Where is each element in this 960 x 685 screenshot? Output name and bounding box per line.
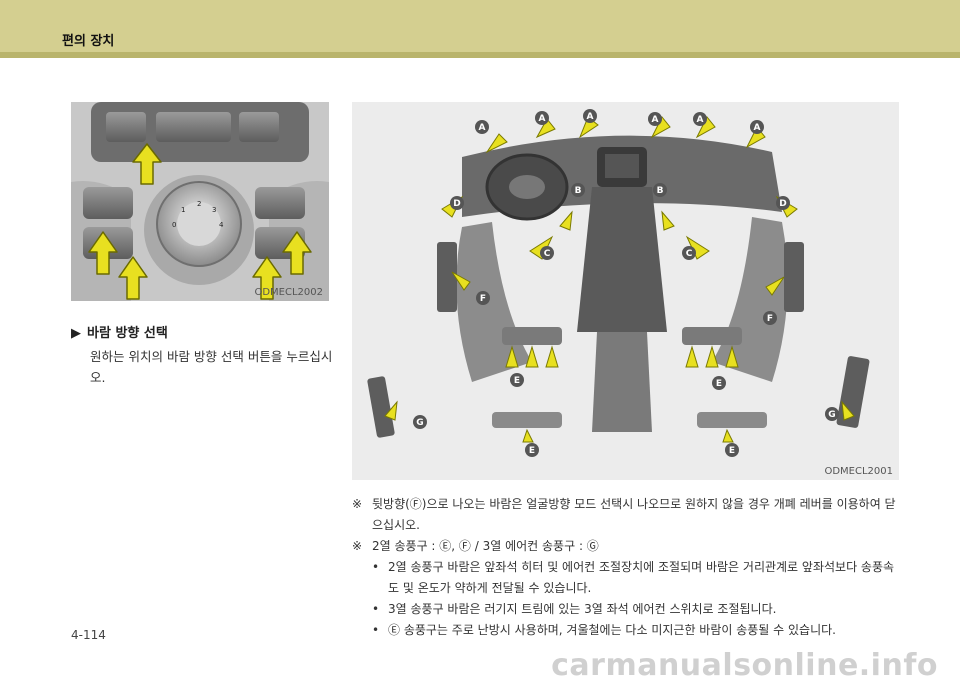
vent-label-b: B <box>657 186 664 196</box>
vent-label-d: D <box>779 199 786 209</box>
arrow-icon <box>765 276 785 296</box>
bullet-dot: • <box>372 560 380 574</box>
vent-label-a: A <box>652 115 659 125</box>
dial-number-3: 3 <box>212 206 216 214</box>
vent-label-a: A <box>539 114 546 124</box>
vent-label-e: E <box>514 376 520 386</box>
vent-label-a: A <box>479 123 486 133</box>
notes-block: ※ 뒷방향(Ⓕ)으로 나오는 바람은 얼굴방향 모드 선택시 나오므로 원하지 … <box>352 494 904 641</box>
vent-label-b: B <box>575 186 582 196</box>
section-heading-text: 바람 방향 선택 <box>87 326 168 341</box>
control-panel-photo: 1 2 3 0 4 ODMECL2002 <box>71 102 329 301</box>
arrow-icon <box>705 345 719 368</box>
vent-label-a: A <box>697 115 704 125</box>
arrow-icon <box>384 400 398 421</box>
arrow-up-icon <box>118 256 148 300</box>
header-rule <box>0 52 960 58</box>
vent-label-f: F <box>480 294 486 304</box>
arrow-up-icon <box>132 143 162 185</box>
arrow-icon <box>695 116 716 139</box>
dial-number-4: 4 <box>219 221 224 229</box>
dial-number-1: 1 <box>181 206 185 214</box>
vent-label-g: G <box>416 418 423 428</box>
note-text: 2열 송풍구 : Ⓔ, Ⓕ / 3열 에어컨 송풍구 : Ⓖ <box>372 539 599 553</box>
vent-label-e: E <box>529 446 535 456</box>
vent-label-c: C <box>544 249 551 259</box>
arrow-up-icon <box>252 256 282 300</box>
bullet-item: • 3열 송풍구 바람은 러기지 트림에 있는 3열 좌석 에어컨 스위치로 조… <box>352 599 904 620</box>
arrow-icon <box>725 345 739 368</box>
arrow-icon <box>685 345 699 368</box>
section-heading: ▶ 바람 방향 선택 <box>71 322 168 341</box>
page-number: 4-114 <box>71 628 106 642</box>
arrow-icon <box>485 133 508 154</box>
vent-label-f: F <box>767 314 773 324</box>
bullet-text: Ⓔ 송풍구는 주로 난방시 사용하며, 겨울철에는 다소 미지근한 바람이 송풍… <box>388 623 836 637</box>
vent-diagram-photo: A A A A A A B B C C D D F F E E G G E E … <box>352 102 899 480</box>
vent-label-a: A <box>587 112 594 122</box>
bullet-item: • Ⓔ 송풍구는 주로 난방시 사용하며, 겨울철에는 다소 미지근한 바람이 … <box>352 620 904 641</box>
note-item: ※ 2열 송풍구 : Ⓔ, Ⓕ / 3열 에어컨 송풍구 : Ⓖ <box>352 536 904 557</box>
arrow-icon <box>522 428 534 443</box>
control-panel-illustration: 1 2 3 0 4 <box>71 102 329 301</box>
vent-label-e: E <box>729 446 735 456</box>
vent-label-d: D <box>453 199 460 209</box>
reference-mark: ※ <box>352 497 363 511</box>
watermark: carmanualsonline.info <box>551 648 938 683</box>
vent-label-e: E <box>716 379 722 389</box>
bullet-dot: • <box>372 623 380 637</box>
reference-mark: ※ <box>352 539 363 553</box>
arrow-icon <box>650 116 671 139</box>
note-text: 뒷방향(Ⓕ)으로 나오는 바람은 얼굴방향 모드 선택시 나오므로 원하지 않을… <box>372 497 896 532</box>
bullet-dot: • <box>372 602 380 616</box>
arrow-icon <box>451 271 471 291</box>
arrow-icon <box>545 345 559 368</box>
vent-label-a: A <box>754 123 761 133</box>
dial-number-2: 2 <box>197 200 201 208</box>
arrow-icon <box>559 210 573 231</box>
bullet-item: • 2열 송풍구 바람은 앞좌석 히터 및 에어컨 조절장치에 조절되며 바람은… <box>352 557 904 599</box>
vent-layout-illustration: A A A A A A B B C C D D F F E E G G E E <box>352 102 899 480</box>
arrow-icon <box>505 345 519 368</box>
note-item: ※ 뒷방향(Ⓕ)으로 나오는 바람은 얼굴방향 모드 선택시 나오므로 원하지 … <box>352 494 904 536</box>
arrow-up-icon <box>282 231 312 275</box>
arrow-icon <box>525 345 539 368</box>
vent-label-g: G <box>828 410 835 420</box>
vent-label-c: C <box>686 249 693 259</box>
bullet-text: 2열 송풍구 바람은 앞좌석 히터 및 에어컨 조절장치에 조절되며 바람은 거… <box>388 560 895 595</box>
image-code: ODMECL2002 <box>254 287 323 298</box>
section-body: 원하는 위치의 바람 방향 선택 버튼을 누르십시오. <box>90 349 333 385</box>
dial-number-0: 0 <box>172 221 176 229</box>
arrow-up-icon <box>88 231 118 275</box>
arrow-icon <box>722 428 734 443</box>
image-code: ODMECL2001 <box>824 466 893 477</box>
header-band <box>0 0 960 52</box>
chapter-title: 편의 장치 <box>62 34 115 49</box>
arrow-icon <box>661 210 675 231</box>
triangle-bullet-icon: ▶ <box>71 326 81 341</box>
arrow-icon <box>535 118 556 139</box>
arrow-icon <box>841 400 855 421</box>
bullet-text: 3열 송풍구 바람은 러기지 트림에 있는 3열 좌석 에어컨 스위치로 조절됩… <box>388 602 777 616</box>
